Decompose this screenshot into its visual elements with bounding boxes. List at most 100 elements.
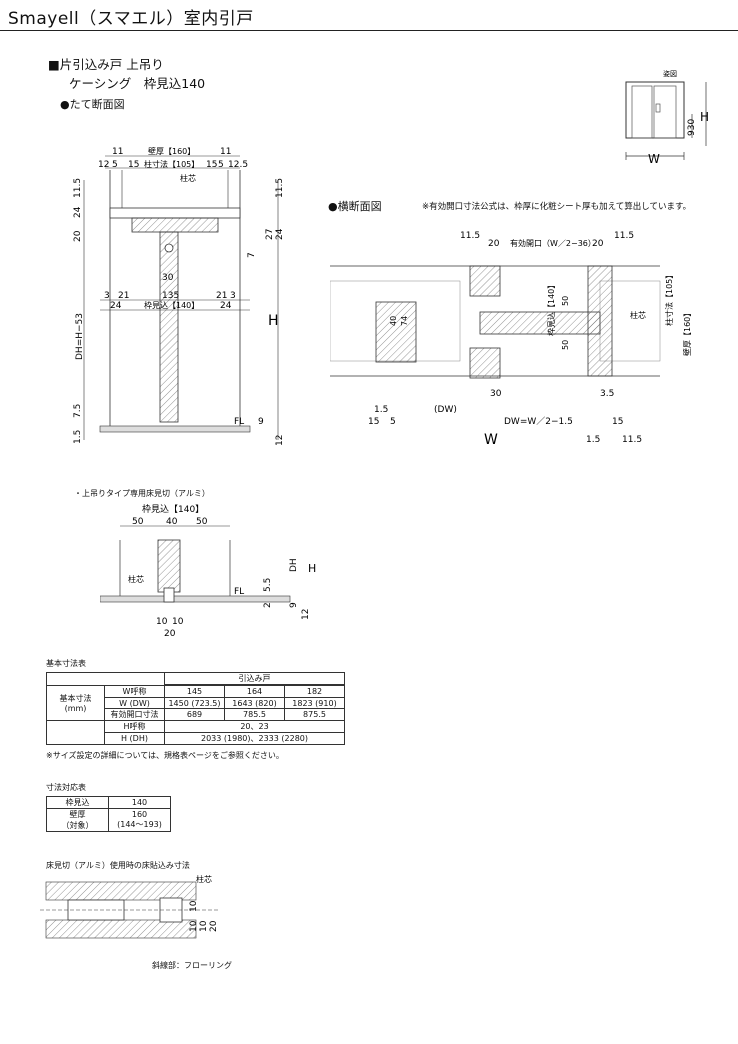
hs-pillar-dim: 柱寸法【105】 xyxy=(664,271,674,326)
type-line: ■片引込み戸 上吊り xyxy=(48,57,164,72)
vs-dim-9: 9 xyxy=(258,417,264,427)
vs-pillar-core: 柱芯 xyxy=(180,173,196,183)
hs-w: W xyxy=(484,432,498,448)
page-title: Smayell（スマエル）室内引戸 xyxy=(8,9,254,29)
fn-pillar-core: 柱芯 xyxy=(196,874,212,884)
hs-dim-15a: 15 xyxy=(368,417,379,427)
vs-dim-20: 20 xyxy=(73,230,83,242)
vs-dim-7-5: 7.5 xyxy=(73,404,83,418)
floor-guide-diagram: 枠見込【140】 50 40 50 柱芯 FL 10 10 20 5.5 2 9… xyxy=(100,503,316,639)
fg-dim-9: 9 xyxy=(289,602,299,608)
fg-dim-50b: 50 xyxy=(196,517,208,527)
fn-dim-10c: 10 xyxy=(199,920,209,932)
fg-fl: FL xyxy=(234,587,244,597)
floor-note-diagram: 柱芯 10 10 10 20 xyxy=(40,874,220,939)
hs-dw-formula: DW=W／2−1.5 xyxy=(504,416,573,427)
title-divider xyxy=(0,30,738,31)
vs-dim-24d: 24 xyxy=(275,228,285,240)
vs-dim-12: 12 xyxy=(98,160,109,170)
vs-dim-11b: 11 xyxy=(220,147,231,157)
fg-frame-depth: 枠見込【140】 xyxy=(142,503,204,515)
group-header: 引込み戸 xyxy=(164,672,345,685)
row-header: 基本寸法 (mm) xyxy=(46,685,105,721)
fg-dim-40: 40 xyxy=(166,517,178,527)
vertical-section-diagram: 11 11 壁厚【160】 12 5 15 柱寸法【105】 15 5 12.5… xyxy=(73,146,285,446)
hs-dw-paren: (DW) xyxy=(434,405,457,415)
hs-dim-40: 40 xyxy=(389,316,398,326)
horizontal-section-diagram: 11.5 20 有効開口（W／2−36） 20 11.5 柱芯 枠見込【140】… xyxy=(330,231,692,448)
hs-dim-50a: 50 xyxy=(561,296,570,306)
floor-note-caption: 斜線部：フローリング xyxy=(152,961,232,970)
hs-dim-74: 74 xyxy=(400,316,409,326)
hs-dim-11-5b: 11.5 xyxy=(614,231,634,241)
vertical-section-title: ●たて断面図 xyxy=(60,98,125,111)
hs-pillar-core: 柱芯 xyxy=(630,310,646,320)
vs-dim-21b: 21 xyxy=(216,291,227,301)
hs-dim-30a: 30 xyxy=(490,389,502,399)
fg-dh: DH xyxy=(289,558,299,572)
vs-dim-7: 7 xyxy=(247,252,257,258)
vs-dim-15b: 15 xyxy=(206,160,217,170)
hs-dim-1-5a: 1.5 xyxy=(374,405,388,415)
fn-dim-10a: 10 xyxy=(189,900,199,912)
vs-dim-21a: 21 xyxy=(118,291,129,301)
correspondence-title: 寸法対応表 xyxy=(46,783,86,792)
vs-dim-24c: 24 xyxy=(73,206,83,218)
hs-dim-20a: 20 xyxy=(488,239,500,249)
elevation-930: 930 xyxy=(687,119,697,136)
elevation-title: 姿図 xyxy=(663,69,677,78)
vs-dim-12b: 12 xyxy=(275,435,285,446)
basic-dimensions-table: 引込み戸 基本寸法 (mm) W呼称 145 164 182 W (DW) 14… xyxy=(46,672,345,745)
fg-h: H xyxy=(308,562,316,575)
elevation-w: W xyxy=(648,152,660,166)
hs-dim-20b: 20 xyxy=(592,239,604,249)
fg-dim-20: 20 xyxy=(164,629,176,639)
vs-dim-24a: 24 xyxy=(110,301,122,311)
vs-dim-3a: 3 xyxy=(104,291,110,301)
vs-frame-depth: 枠見込【140】 xyxy=(144,300,199,310)
fg-dim-2: 2 xyxy=(263,602,273,608)
horizontal-section-title: ●横断面図 xyxy=(328,200,382,213)
vs-h: H xyxy=(268,313,279,329)
vs-dim-11-5b: 11.5 xyxy=(275,178,285,198)
vs-dim-15a: 15 xyxy=(128,160,139,170)
hs-dim-50b: 50 xyxy=(561,340,570,350)
horizontal-section-note: ※有効開口寸法公式は、枠厚に化粧シート厚も加えて算出しています。 xyxy=(422,202,692,212)
elevation-h: H xyxy=(700,110,709,124)
basic-table-title: 基本寸法表 xyxy=(46,659,86,668)
vs-dh: DH=H−53 xyxy=(75,313,85,360)
hs-dim-11-5a: 11.5 xyxy=(460,231,480,241)
hs-dim-15b: 15 xyxy=(612,417,623,427)
vs-dim-135: 135 xyxy=(162,291,179,301)
vs-dim-5b: 5 xyxy=(218,160,224,170)
fn-dim-10b: 10 xyxy=(189,920,199,932)
fg-dim-10a: 10 xyxy=(156,617,168,627)
fg-dim-10b: 10 xyxy=(172,617,184,627)
vs-wall-thickness: 壁厚【160】 xyxy=(148,146,195,156)
floor-note-title: 床見切（アルミ）使用時の床貼込み寸法 xyxy=(46,861,190,870)
fg-dim-50a: 50 xyxy=(132,517,144,527)
hs-dim-3-5: 3.5 xyxy=(600,389,614,399)
fn-dim-20: 20 xyxy=(209,920,219,932)
hs-effective-opening: 有効開口（W／2−36） xyxy=(510,238,596,248)
vs-dim-24b: 24 xyxy=(220,301,232,311)
vs-dim-1-5: 1.5 xyxy=(73,430,83,444)
fg-pillar-core: 柱芯 xyxy=(128,574,144,584)
vs-dim-3b: 3 xyxy=(230,291,236,301)
hs-dim-1-5b: 1.5 xyxy=(586,435,600,445)
hs-dim-5a: 5 xyxy=(390,417,396,427)
vs-dim-30: 30 xyxy=(162,273,174,283)
casing-line: ケーシング 枠見込140 xyxy=(69,76,206,91)
vs-dim-11-5a: 11.5 xyxy=(73,178,83,198)
vs-dim-11a: 11 xyxy=(112,147,123,157)
fg-dim-5-5: 5.5 xyxy=(263,578,273,592)
vs-dim-5: 5 xyxy=(112,160,118,170)
elevation-diagram: 姿図 W H 930 xyxy=(625,69,709,166)
hs-frame-depth: 枠見込【140】 xyxy=(546,281,556,336)
vs-pillar-dim: 柱寸法【105】 xyxy=(144,159,199,169)
vs-dim-12-5: 12.5 xyxy=(228,160,248,170)
fg-dim-12: 12 xyxy=(301,609,311,620)
correspondence-table: 枠見込 140 壁厚 （対象） 160 (144〜193) xyxy=(46,796,171,832)
floor-guide-title: ・上吊りタイプ専用床見切（アルミ） xyxy=(74,489,210,498)
hs-dim-11-5c: 11.5 xyxy=(622,435,642,445)
